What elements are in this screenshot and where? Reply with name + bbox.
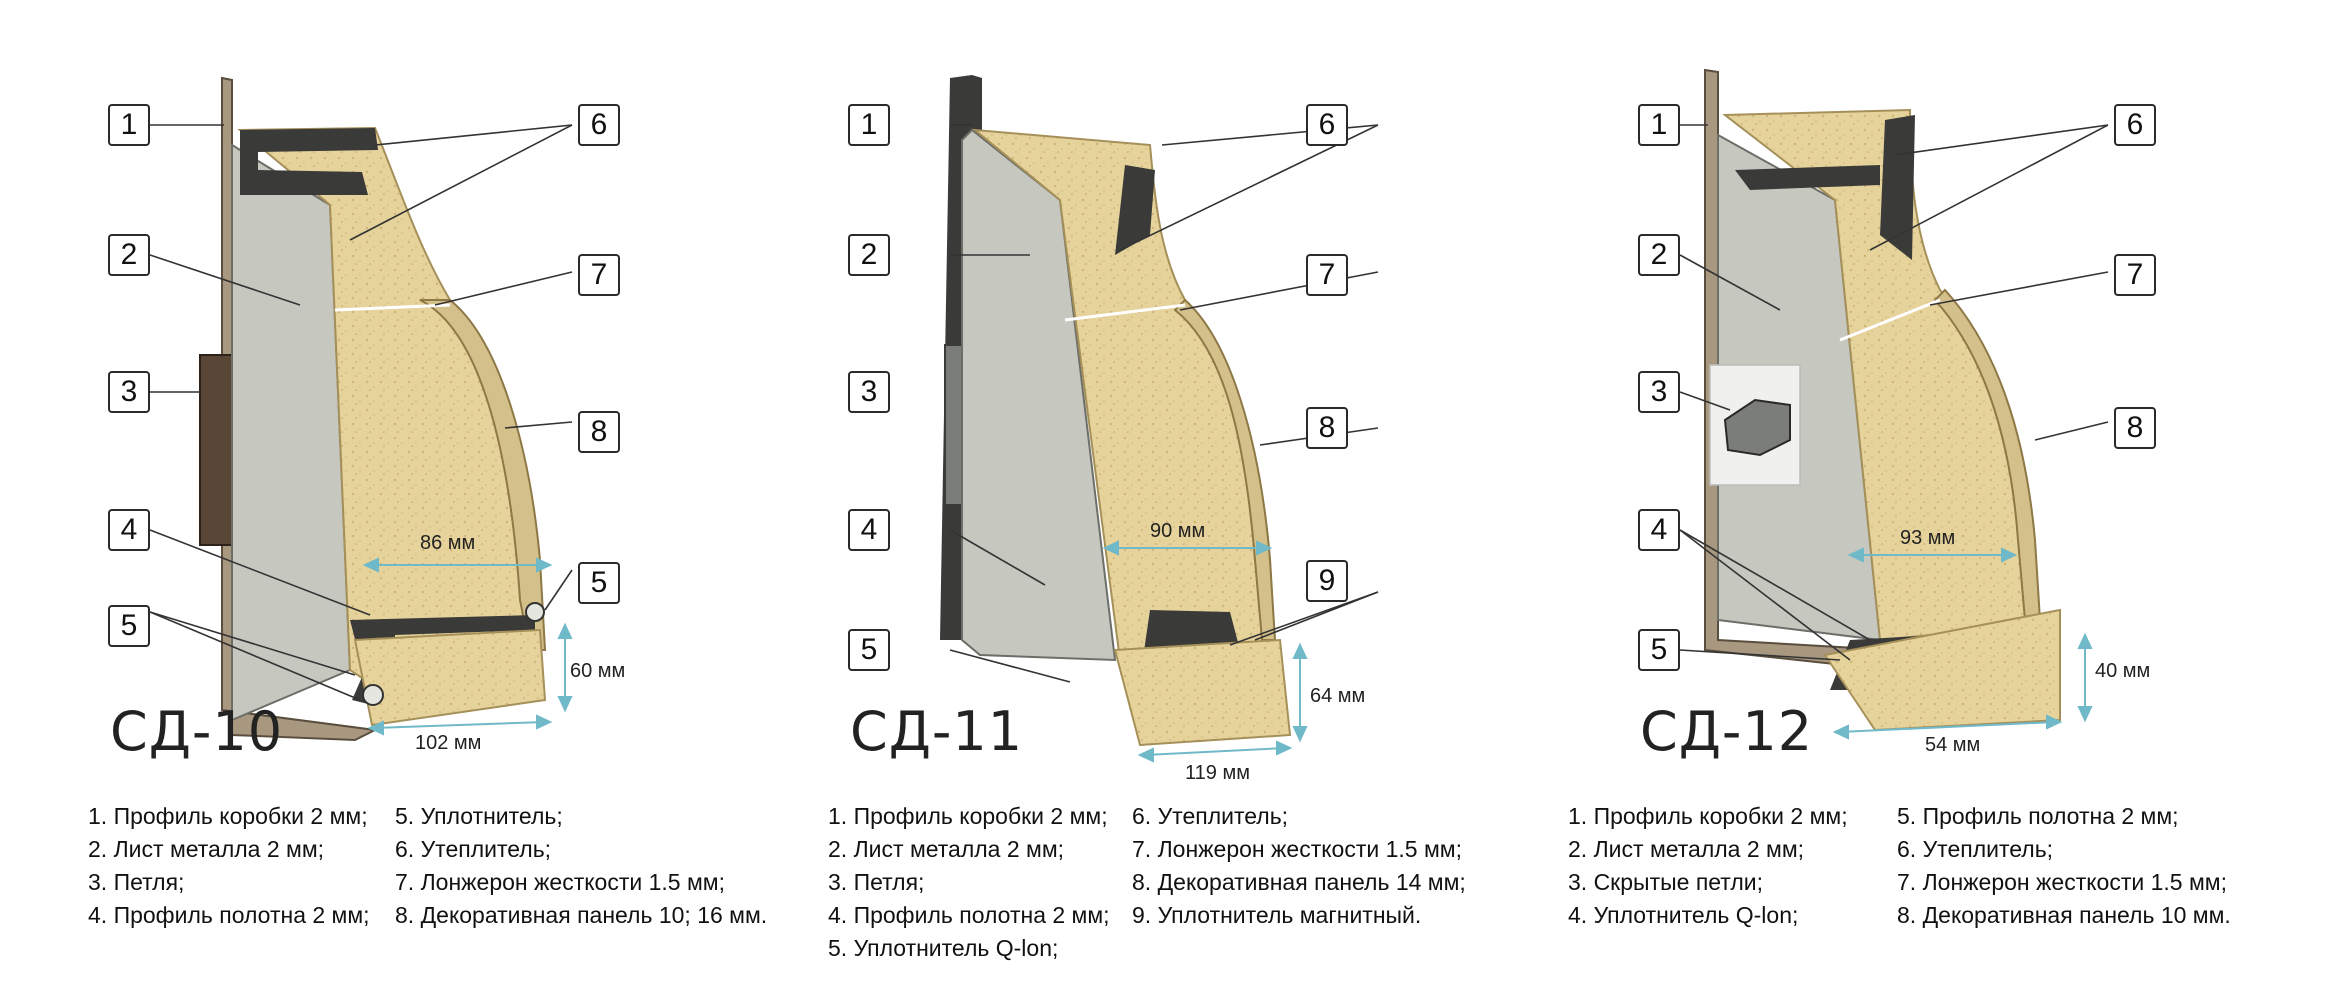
callout-2: 2: [848, 234, 890, 276]
frame-profile: [221, 76, 379, 742]
callout-9: 9: [1306, 560, 1348, 602]
callout-2: 2: [1638, 234, 1680, 276]
dim-width-outer: 54 мм: [1925, 734, 1981, 756]
model-name: СД-12: [1640, 700, 1814, 763]
legend-right: 5. Профиль полотна 2 мм; 6. Утеплитель; …: [1897, 800, 2231, 932]
legend-item: 4. Уплотнитель Q-lon;: [1568, 902, 1799, 928]
callout-4: 4: [848, 509, 890, 551]
door-section-diagram: [1679, 68, 2109, 740]
seal: [525, 602, 545, 622]
callout-6: 6: [1306, 104, 1348, 146]
legend-left: 1. Профиль коробки 2 мм; 2. Лист металла…: [828, 800, 1110, 965]
callout-3: 3: [108, 371, 150, 413]
callout-4: 4: [1638, 509, 1680, 551]
dimension-arrows: [362, 557, 573, 736]
panel-sd10: 1 2 3 4 5 5 6 7 8 86 мм 60 мм 102 мм СД-…: [0, 0, 767, 990]
dim-depth: 60 мм: [570, 660, 626, 682]
callout-7: 7: [578, 254, 620, 296]
door-profile: [1735, 165, 1880, 190]
dimension-arrows: [1832, 547, 2093, 740]
dim-width-outer: 102 мм: [415, 732, 482, 754]
legend-item: 1. Профиль коробки 2 мм;: [828, 803, 1108, 829]
callout-7: 7: [2114, 254, 2156, 296]
dimension-arrows: [1102, 540, 1308, 763]
model-name: СД-10: [110, 700, 284, 763]
legend-left: 1. Профиль коробки 2 мм; 2. Лист металла…: [88, 800, 370, 932]
callout-5: 5: [1638, 629, 1680, 671]
legend-item: 2. Лист металла 2 мм;: [828, 836, 1065, 862]
dim-depth: 64 мм: [1310, 685, 1366, 707]
legend-item: 7. Лонжерон жесткости 1.5 мм;: [1132, 836, 1462, 862]
panel-sd11: 1 2 3 4 5 6 7 8 9 90 мм 64 мм 119 мм СД-…: [800, 0, 1560, 990]
legend-item: 9. Уплотнитель магнитный.: [1132, 902, 1422, 928]
bottom-insulation: [353, 628, 547, 727]
leader-lines: [1679, 124, 2109, 661]
legend-right: 6. Утеплитель; 7. Лонжерон жесткости 1.5…: [1132, 800, 1466, 932]
legend-item: 3. Скрытые петли;: [1568, 869, 1763, 895]
callout-6: 6: [2114, 104, 2156, 146]
legend-item: 8. Декоративная панель 10 мм.: [1897, 902, 2231, 928]
dark-trim: [1115, 165, 1155, 255]
door-profile: [240, 128, 378, 195]
callout-2: 2: [108, 234, 150, 276]
callout-8: 8: [578, 411, 620, 453]
legend-item: 1. Профиль коробки 2 мм;: [88, 803, 368, 829]
callout-1: 1: [1638, 104, 1680, 146]
door-section-diagram: [149, 76, 573, 742]
stiffener: [334, 303, 451, 312]
legend-item: 7. Лонжерон жесткости 1.5 мм;: [395, 869, 725, 895]
callout-4: 4: [108, 509, 150, 551]
stiffener: [1839, 298, 1941, 342]
dim-width-inner: 86 мм: [420, 532, 476, 554]
callout-7: 7: [1306, 254, 1348, 296]
legend-item: 8. Декоративная панель 10; 16 мм.: [395, 902, 768, 928]
legend-item: 6. Утеплитель;: [1897, 836, 2054, 862]
leader-lines: [149, 124, 573, 701]
legend-item: 2. Лист металла 2 мм;: [1568, 836, 1805, 862]
legend-item: 5. Уплотнитель;: [395, 803, 563, 829]
panel-sd12: 1 2 3 4 5 6 7 8 93 мм 40 мм 54 мм СД-12 …: [1540, 0, 2300, 990]
dim-depth: 40 мм: [2095, 660, 2151, 682]
dim-width-inner: 93 мм: [1900, 527, 1956, 549]
dim-width-outer: 119 мм: [1185, 762, 1250, 784]
seal: [362, 684, 384, 706]
stiffener: [1064, 303, 1186, 322]
legend-item: 6. Утеплитель;: [395, 836, 552, 862]
callout-6: 6: [578, 104, 620, 146]
legend-item: 5. Профиль полотна 2 мм;: [1897, 803, 2179, 829]
legend-item: 1. Профиль коробки 2 мм;: [1568, 803, 1848, 829]
callout-1: 1: [848, 104, 890, 146]
model-name: СД-11: [850, 700, 1024, 763]
bottom-insulation: [1823, 608, 2061, 732]
legend-item: 3. Петля;: [88, 869, 185, 895]
legend-item: 2. Лист металла 2 мм;: [88, 836, 325, 862]
legend-item: 5. Уплотнитель Q-lon;: [828, 935, 1059, 961]
door-section-diagram: [940, 75, 1379, 763]
legend-left: 1. Профиль коробки 2 мм; 2. Лист металла…: [1568, 800, 1848, 932]
legend-right: 5. Уплотнитель; 6. Утеплитель; 7. Лонжер…: [395, 800, 767, 932]
callout-3: 3: [1638, 371, 1680, 413]
legend-item: 4. Профиль полотна 2 мм;: [828, 902, 1110, 928]
legend-item: 8. Декоративная панель 14 мм;: [1132, 869, 1466, 895]
hidden-hinge: [1723, 398, 1791, 457]
legend-item: 3. Петля;: [828, 869, 925, 895]
dark-trim: [1880, 115, 1915, 260]
callout-3: 3: [848, 371, 890, 413]
callout-5: 5: [108, 605, 150, 647]
callout-5b: 5: [578, 562, 620, 604]
legend-item: 4. Профиль полотна 2 мм;: [88, 902, 370, 928]
legend-item: 6. Утеплитель;: [1132, 803, 1289, 829]
dim-width-inner: 90 мм: [1150, 520, 1206, 542]
callout-1: 1: [108, 104, 150, 146]
callout-8: 8: [2114, 407, 2156, 449]
legend-item: 7. Лонжерон жесткости 1.5 мм;: [1897, 869, 2227, 895]
callout-8: 8: [1306, 407, 1348, 449]
bottom-insulation: [1113, 638, 1292, 747]
callout-5: 5: [848, 629, 890, 671]
